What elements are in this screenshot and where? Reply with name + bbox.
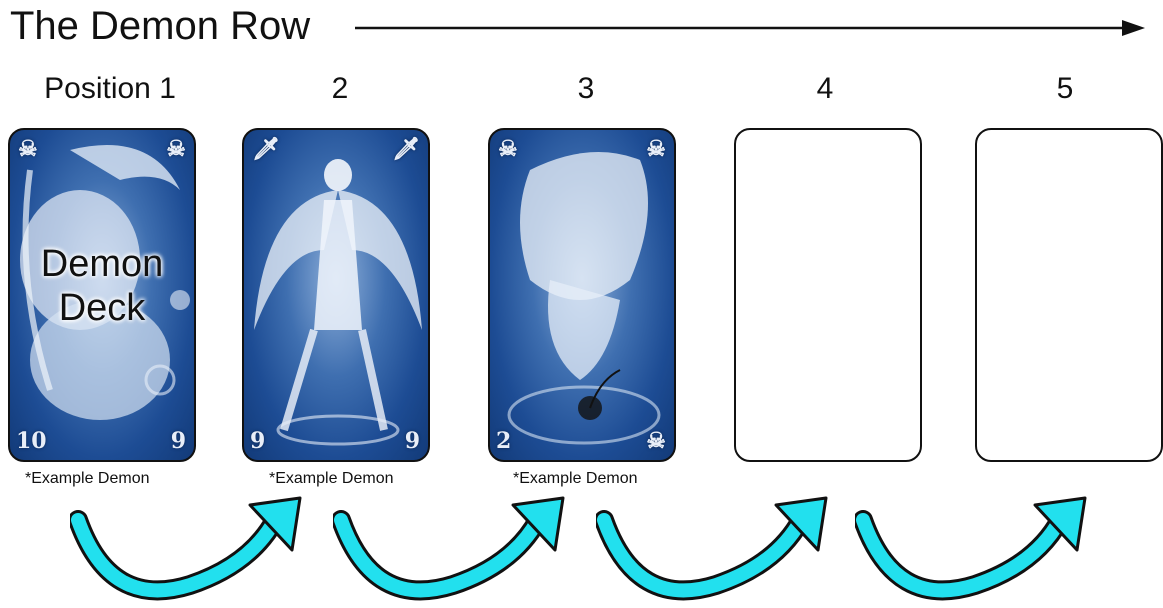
position-label-3: 3 bbox=[577, 72, 595, 105]
curved-arrow-icon bbox=[70, 496, 302, 601]
skull-icon: ☠ bbox=[18, 136, 38, 162]
curved-arrow-icon bbox=[596, 496, 828, 601]
position-label-5: 5 bbox=[1056, 72, 1074, 105]
empty-card-slot-4[interactable] bbox=[734, 128, 922, 462]
brute-demon-illustration-icon bbox=[507, 152, 661, 445]
curved-arrow-icon bbox=[333, 496, 565, 601]
skull-icon: ☠ bbox=[646, 136, 666, 162]
skull-icon: ☠ bbox=[498, 136, 518, 162]
empty-card-slot-5[interactable] bbox=[975, 128, 1163, 462]
skull-icon: ☠ bbox=[166, 136, 186, 162]
dagger-icon: 🗡 bbox=[392, 136, 420, 162]
card-caption-1: *Example Demon bbox=[25, 470, 150, 487]
demon-deck-card[interactable]: ☠ ☠ 10 9 Demon Deck bbox=[8, 128, 196, 462]
direction-arrow-icon bbox=[355, 20, 1145, 36]
demon-illustration-icon bbox=[20, 145, 190, 420]
deck-label-line2: Deck bbox=[58, 287, 146, 329]
demon-card-3[interactable]: ☠ ☠ 2 ☠ bbox=[488, 128, 676, 462]
dagger-icon: 🗡 bbox=[252, 136, 280, 162]
deck-label-line1: Demon bbox=[40, 243, 164, 285]
demon-card-2[interactable]: 🗡 🗡 9 9 bbox=[242, 128, 430, 462]
demon-deck-label: Demon Deck bbox=[22, 242, 182, 330]
card-caption-2: *Example Demon bbox=[269, 470, 394, 487]
curved-arrow-icon bbox=[855, 496, 1087, 601]
card-value-left: 2 bbox=[496, 428, 512, 454]
card-value-right: 9 bbox=[170, 428, 186, 454]
card-caption-3: *Example Demon bbox=[513, 470, 638, 487]
skull-icon: ☠ bbox=[646, 428, 666, 454]
winged-demon-illustration-icon bbox=[254, 159, 422, 446]
position-label-4: 4 bbox=[816, 72, 834, 105]
position-label-1: Position 1 bbox=[44, 72, 176, 105]
card-value-left: 9 bbox=[250, 428, 266, 454]
card-value-right: 9 bbox=[404, 428, 420, 454]
page-title: The Demon Row bbox=[10, 4, 311, 48]
position-label-2: 2 bbox=[331, 72, 349, 105]
card-value-left: 10 bbox=[16, 428, 47, 454]
